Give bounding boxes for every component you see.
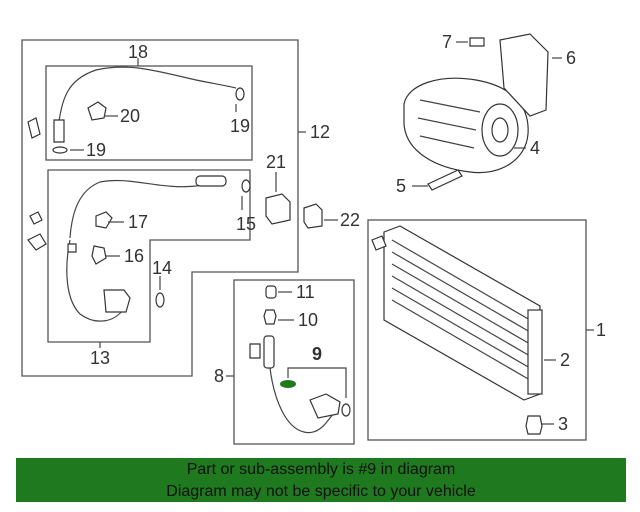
clip-left-top[interactable] xyxy=(27,117,41,139)
bolt-5[interactable] xyxy=(427,169,463,191)
o-ring-14[interactable] xyxy=(155,292,165,308)
clip-left-low[interactable] xyxy=(27,233,47,251)
o-ring-9[interactable] xyxy=(280,380,296,388)
small-parts xyxy=(265,172,338,229)
fitting-bracket[interactable] xyxy=(53,119,65,143)
callout-10: 10 xyxy=(298,310,318,330)
callout-16: 16 xyxy=(124,246,144,266)
callout-19-top: 19 xyxy=(230,116,250,136)
callout-1: 1 xyxy=(596,320,606,340)
pipe-fitting[interactable] xyxy=(309,393,341,419)
hose-assembly-group-12 xyxy=(21,39,306,377)
sensor-21[interactable] xyxy=(265,193,291,225)
callout-14: 14 xyxy=(152,258,172,278)
condenser-group-1 xyxy=(367,219,594,441)
callout-labels: 1 2 3 4 5 6 7 8 9 10 11 12 13 14 15 16 1… xyxy=(86,32,606,434)
valve-10[interactable] xyxy=(263,309,277,325)
clip-left-mid[interactable] xyxy=(29,211,43,225)
callout-18: 18 xyxy=(128,42,148,62)
valve-20[interactable] xyxy=(87,101,107,121)
hose-block[interactable] xyxy=(103,289,131,313)
callout-12: 12 xyxy=(310,122,330,142)
callout-15: 15 xyxy=(236,214,256,234)
condenser-bracket[interactable] xyxy=(371,235,387,251)
condenser-core[interactable] xyxy=(383,225,541,401)
callout-20: 20 xyxy=(120,106,140,126)
receiver-drier-2[interactable] xyxy=(527,309,543,395)
info-banner: Part or sub-assembly is #9 in diagram Di… xyxy=(16,458,626,502)
hose-fitting-15[interactable] xyxy=(195,175,227,187)
callout-11: 11 xyxy=(296,282,315,302)
pipe-upper[interactable] xyxy=(263,335,275,369)
cap-11[interactable] xyxy=(265,285,277,299)
discharge-hose[interactable] xyxy=(57,66,237,129)
bolt-7[interactable] xyxy=(469,37,485,47)
fitting-joint[interactable] xyxy=(67,243,77,253)
compressor-group xyxy=(403,33,562,191)
banner-line-2: Diagram may not be specific to your vehi… xyxy=(166,483,476,500)
liquid-hose[interactable] xyxy=(66,239,125,322)
o-ring-19-top[interactable] xyxy=(235,87,245,101)
o-ring-9-alt[interactable] xyxy=(341,403,351,417)
callout-5: 5 xyxy=(396,176,406,196)
callout-21: 21 xyxy=(266,152,286,172)
callout-3: 3 xyxy=(558,414,568,434)
liquid-pipe[interactable] xyxy=(269,367,337,434)
bracket-6[interactable] xyxy=(499,33,549,117)
callout-6: 6 xyxy=(566,48,576,68)
switch-16[interactable] xyxy=(91,245,107,265)
callout-22: 22 xyxy=(340,210,360,230)
valve-core-17[interactable] xyxy=(95,211,113,229)
callout-19-left: 19 xyxy=(86,140,106,160)
o-ring-15[interactable] xyxy=(241,179,251,193)
bracket-22[interactable] xyxy=(303,203,323,229)
callout-17: 17 xyxy=(128,212,148,232)
pipe-cap[interactable] xyxy=(249,343,261,359)
o-ring-19-left[interactable] xyxy=(52,146,68,154)
callout-9: 9 xyxy=(312,344,322,364)
callout-8: 8 xyxy=(214,366,224,386)
callout-4: 4 xyxy=(530,138,540,158)
callout-13: 13 xyxy=(90,348,110,368)
banner-line-1: Part or sub-assembly is #9 in diagram xyxy=(186,461,456,478)
callout-2: 2 xyxy=(560,350,570,370)
drier-cap-3[interactable] xyxy=(525,415,543,435)
pipe-assembly-group-8 xyxy=(226,279,355,445)
callout-7: 7 xyxy=(442,32,452,52)
